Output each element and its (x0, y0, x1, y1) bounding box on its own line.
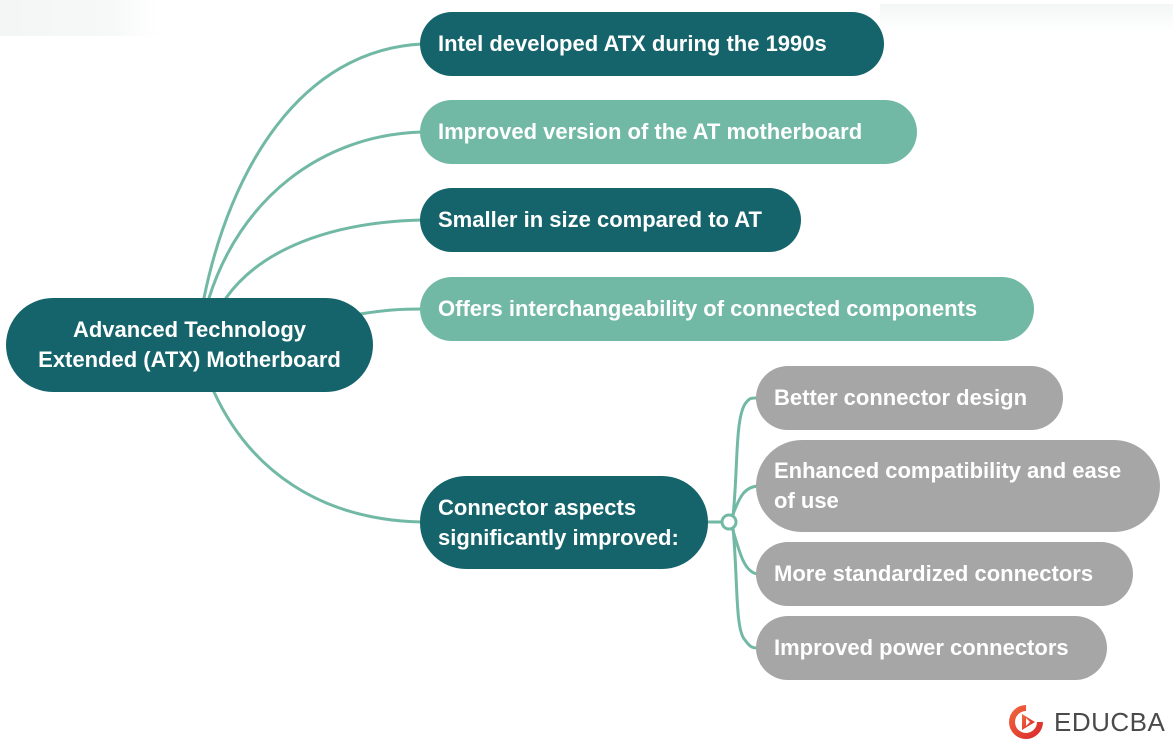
background-fade-top-right (880, 4, 1173, 32)
branch-label: Improved version of the AT motherboard (438, 119, 863, 144)
branch-label: Offers interchangeability of connected c… (438, 296, 978, 321)
educba-play-logo-icon (1009, 705, 1043, 739)
connector-to-branch-4 (358, 307, 424, 316)
sub-node-label: More standardized connectors (774, 561, 1094, 586)
educba-logo-text: EDUCBA (1054, 706, 1166, 737)
central-topic-line1: Advanced Technology (72, 317, 307, 342)
branch-node-interchangeability[interactable]: Offers interchangeability of connected c… (420, 277, 1034, 341)
branch-node-smaller-size[interactable]: Smaller in size compared to AT (420, 188, 801, 252)
connector-to-branch-2 (207, 130, 424, 300)
connector-to-branch-5 (212, 390, 424, 524)
sub-node-enhanced-compatibility[interactable]: Enhanced compatibility and ease of use (756, 440, 1160, 532)
sub-node-label: Enhanced compatibility and ease of use (774, 458, 1122, 513)
branch-node-connector-aspects[interactable]: Connector aspects significantly improved… (420, 476, 708, 569)
branch-node-improved-version[interactable]: Improved version of the AT motherboard (420, 100, 917, 164)
branch-label: Smaller in size compared to AT (438, 207, 762, 232)
connector-to-sub-1 (731, 396, 760, 518)
sub-node-label: Improved power connectors (774, 635, 1069, 660)
branch-label: Connector aspects significantly improved… (438, 494, 679, 550)
central-topic-node[interactable]: Advanced Technology Extended (ATX) Mothe… (6, 298, 373, 392)
connector-to-sub-2 (730, 484, 760, 519)
sub-node-standardized-connectors[interactable]: More standardized connectors (756, 542, 1133, 606)
connector-to-branch-1 (202, 42, 424, 300)
junction-node (720, 513, 738, 531)
branch-label: Intel developed ATX during the 1990s (438, 31, 827, 56)
connector-to-branch-3 (224, 218, 424, 300)
central-topic-line2: Extended (ATX) Motherboard (38, 347, 341, 372)
educba-logo: EDUCBA (1006, 700, 1165, 744)
sub-node-better-connector-design[interactable]: Better connector design (756, 366, 1063, 430)
background-fade-top-left (0, 0, 160, 36)
branch-node-intel-developed[interactable]: Intel developed ATX during the 1990s (420, 12, 884, 76)
sub-node-power-connectors[interactable]: Improved power connectors (756, 616, 1107, 680)
connector-to-sub-4 (731, 526, 760, 650)
sub-node-label: Better connector design (774, 385, 1028, 410)
